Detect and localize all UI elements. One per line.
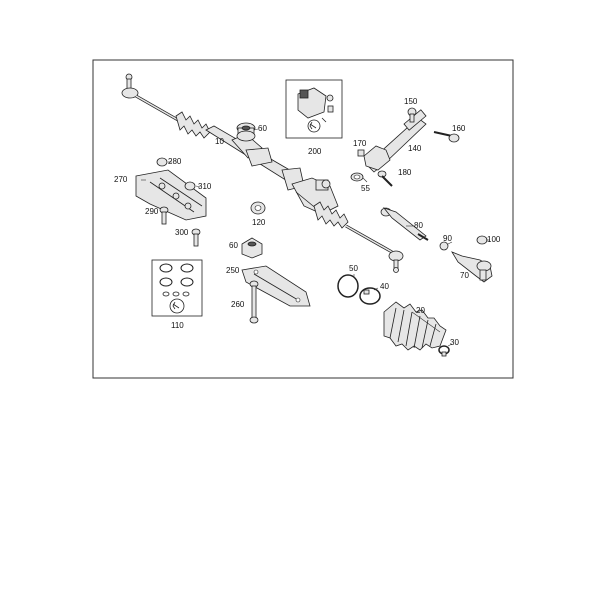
callout-150: 150 (404, 97, 418, 106)
steering-rack-housing (121, 73, 404, 273)
wrench-symbol-icon (309, 121, 317, 130)
bolt-310 (184, 181, 196, 191)
wrench-symbol-icon (172, 301, 180, 310)
callout-270: 270 (114, 175, 128, 184)
leader-lines (141, 128, 490, 347)
inner-tie-rod (380, 207, 429, 241)
outer-tie-rod-end (439, 235, 493, 283)
bolt-290 (159, 206, 169, 225)
intermediate-steering-shaft (350, 107, 460, 187)
valve-detail-inset (285, 79, 343, 139)
callout-260: 260 (231, 300, 245, 309)
gasket-kit-inset (151, 259, 203, 317)
callout-140: 140 (408, 144, 422, 153)
callout-55: 55 (361, 184, 370, 193)
boot-clamp-small (438, 345, 450, 357)
mounting-bushing-lower (241, 237, 263, 259)
callout-50: 50 (349, 264, 358, 273)
gasket-icon (159, 263, 194, 297)
seal-ring (337, 274, 359, 298)
callout-300: 300 (175, 228, 189, 237)
callout-60-lower: 60 (229, 241, 238, 250)
callout-10: 10 (215, 137, 224, 146)
mounting-bushing-upper (236, 122, 256, 142)
boot-clamp-large (359, 287, 381, 305)
callout-280: 280 (168, 157, 182, 166)
callout-200: 200 (308, 147, 322, 156)
callout-180: 180 (398, 168, 412, 177)
callout-170: 170 (353, 139, 367, 148)
callout-310: 310 (198, 182, 212, 191)
nut-280 (156, 157, 168, 167)
callout-120: 120 (252, 218, 266, 227)
bolt-300 (191, 228, 201, 247)
callout-250: 250 (226, 266, 240, 275)
callout-70: 70 (460, 271, 469, 280)
callout-90: 90 (443, 234, 452, 243)
callout-110: 110 (171, 321, 184, 330)
callout-60-upper: 60 (258, 124, 267, 133)
callout-40: 40 (380, 282, 389, 291)
callout-80: 80 (414, 221, 423, 230)
callout-160: 160 (452, 124, 466, 133)
callout-20: 20 (416, 306, 425, 315)
callout-290: 290 (145, 207, 159, 216)
bolt-260 (249, 280, 259, 324)
gasket-plate (241, 265, 311, 307)
callout-30: 30 (450, 338, 459, 347)
washer-120 (250, 201, 266, 215)
mounting-bracket (135, 169, 207, 221)
callout-100: 100 (487, 235, 501, 244)
bellows-boot (383, 301, 447, 351)
